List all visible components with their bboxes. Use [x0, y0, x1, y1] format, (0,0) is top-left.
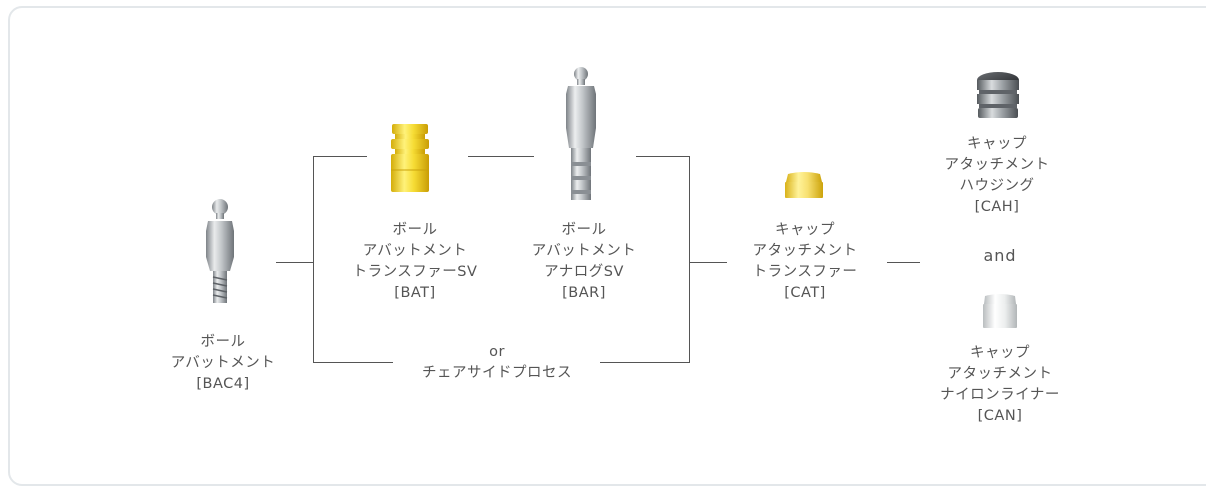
- label-bac4: ボール アバットメント [BAC4]: [170, 334, 276, 392]
- label-cat: キャップ アタッチメント トランスファー [CAT]: [752, 222, 858, 301]
- connector-line: [313, 156, 367, 158]
- label-bat: ボール アバットメント トランスファーSV [BAT]: [352, 222, 478, 301]
- ball-abutment-analog-icon: [566, 67, 596, 200]
- ball-abutment-icon: [206, 199, 234, 303]
- ball-abutment-transfer-icon: [391, 124, 429, 192]
- connector-line: [600, 362, 690, 364]
- connector-line: [313, 362, 393, 364]
- cap-attachment-transfer-icon: [785, 172, 823, 198]
- connector-line: [468, 156, 534, 158]
- label-alternative: or チェアサイドプロセス: [422, 344, 572, 381]
- diagram-frame: [8, 6, 1206, 486]
- label-cah: キャップ アタッチメント ハウジング [CAH]: [944, 136, 1050, 215]
- connector-line: [689, 156, 691, 362]
- and-label: and: [983, 246, 1017, 265]
- label-can: キャップ アタッチメント ナイロンライナー [CAN]: [940, 345, 1060, 424]
- connector-line: [887, 262, 920, 264]
- connector-line: [689, 262, 727, 264]
- cap-attachment-housing-icon: [977, 72, 1019, 118]
- connector-line: [276, 262, 314, 264]
- cap-attachment-nylon-liner-icon: [983, 294, 1017, 328]
- connector-line: [313, 156, 315, 362]
- label-bar: ボール アバットメント アナログSV [BAR]: [531, 222, 637, 301]
- connector-line: [636, 156, 690, 158]
